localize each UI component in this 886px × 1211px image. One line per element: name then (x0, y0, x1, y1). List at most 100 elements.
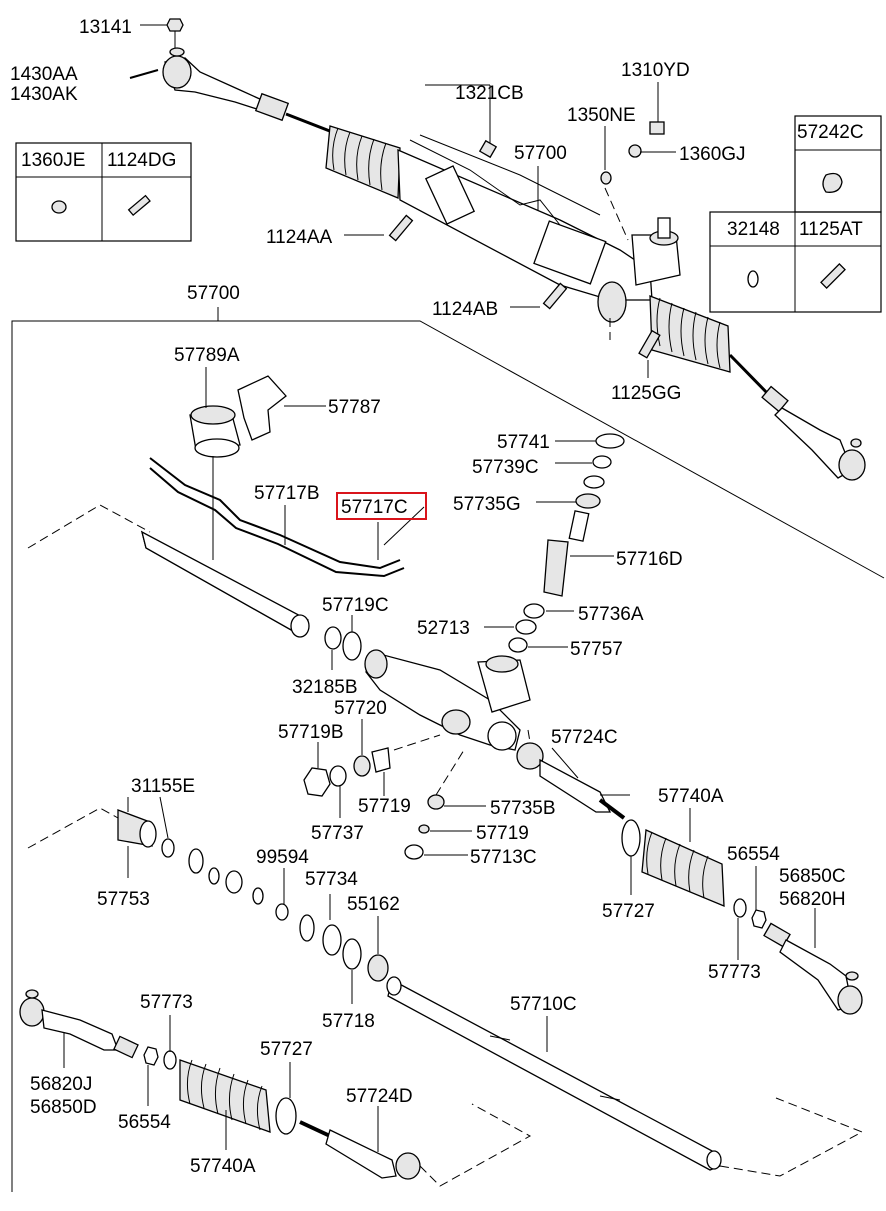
ring-31155E (161, 838, 175, 858)
washer-1360GJ (628, 144, 642, 158)
table-right-header-57242C: 57242C (797, 122, 864, 143)
table-right (709, 115, 882, 313)
ring-57713C (404, 844, 424, 860)
clamp-57787 (237, 375, 287, 441)
boot-57740A-right (641, 829, 725, 907)
nut-57719B (303, 767, 331, 797)
exploded-view-frame (11, 307, 885, 1192)
seal-55162 (367, 954, 389, 982)
label-1430AK: 1430AK (10, 84, 78, 105)
label-57713C: 57713C (470, 847, 537, 868)
bushing-57789A (189, 405, 241, 458)
table-left-header-2: 1124DG (107, 150, 176, 171)
label-57740A-left: 57740A (190, 1156, 256, 1177)
clamp-57727-right (621, 819, 641, 857)
label-1124AA: 1124AA (266, 227, 333, 248)
label-56554-right: 56554 (727, 844, 780, 865)
tie-rod-end-56850C (763, 922, 863, 1015)
table-left-header-1: 1360JE (21, 150, 85, 171)
label-57787: 57787 (328, 397, 381, 418)
ring-57736A (523, 603, 545, 619)
pinion-valve-top (631, 217, 681, 286)
label-57753: 57753 (97, 889, 150, 910)
label-57773-right: 57773 (708, 962, 761, 983)
seal-57720 (353, 755, 371, 777)
nut-56554-left (143, 1046, 159, 1066)
label-56554-left: 56554 (118, 1112, 171, 1133)
label-56850D: 56850D (30, 1097, 97, 1118)
label-31155E: 31155E (131, 776, 195, 797)
label-55162: 55162 (347, 894, 400, 915)
label-57741: 57741 (497, 432, 550, 453)
nut-1310YD (649, 121, 665, 135)
exploded-view-parts (19, 367, 864, 1187)
label-57718: 57718 (322, 1011, 375, 1032)
tie-rod-end-56820J (19, 989, 139, 1059)
seal-57735G (575, 493, 601, 509)
label-57724C: 57724C (551, 727, 618, 748)
table-left (15, 142, 192, 242)
nut-56554-right (751, 909, 767, 929)
tube-57717B (149, 457, 401, 570)
label-57700-top: 57700 (514, 143, 567, 164)
pinion-shaft-57716D (543, 510, 590, 597)
snapring-57739C (592, 455, 612, 469)
label-57719-a: 57719 (358, 796, 411, 817)
label-13141: 13141 (79, 17, 132, 38)
rack-housing-top (397, 148, 653, 301)
label-1310YD: 1310YD (621, 60, 690, 81)
label-57737: 57737 (311, 823, 364, 844)
label-57710C: 57710C (510, 994, 577, 1015)
label-32185B: 32185B (292, 677, 358, 698)
label-57773-left: 57773 (140, 992, 193, 1013)
inner-tie-rod-57724C (516, 742, 626, 820)
label-56820J: 56820J (30, 1074, 92, 1095)
ring-57718 (342, 938, 362, 970)
table-right-header-1125AT: 1125AT (799, 219, 863, 240)
label-52713: 52713 (417, 618, 470, 639)
label-1350NE: 1350NE (567, 105, 636, 126)
label-57739C: 57739C (472, 457, 539, 478)
ring-99594 (275, 903, 289, 921)
nut-13141 (166, 18, 184, 32)
bolt-1125GG (638, 329, 661, 359)
label-57724D: 57724D (346, 1086, 413, 1107)
boot-57740A-left (179, 1059, 271, 1133)
label-57720: 57720 (334, 698, 387, 719)
ring-57719C (342, 631, 362, 661)
ring-32185B (324, 626, 342, 650)
label-56850C: 56850C (779, 866, 846, 887)
label-57719B: 57719B (278, 722, 344, 743)
label-57735B: 57735B (490, 798, 556, 819)
fitting-57719 (371, 747, 391, 773)
rack-bar-57710C (386, 976, 722, 1171)
table-right-header-32148: 32148 (727, 219, 780, 240)
bolt-1124AB (542, 282, 568, 310)
label-1124AB: 1124AB (432, 299, 498, 320)
cylinder-tube (140, 530, 310, 638)
label-57735G: 57735G (453, 494, 521, 515)
ring-57719-small (418, 824, 430, 834)
label-56820H: 56820H (779, 889, 846, 910)
highlight-box-57717C (336, 492, 427, 520)
washer-57741 (595, 433, 625, 449)
label-57719C: 57719C (322, 595, 389, 616)
label-1125GG: 1125GG (611, 383, 681, 404)
label-57789A: 57789A (174, 345, 240, 366)
label-57716D: 57716D (616, 549, 683, 570)
clamp-57727-left (275, 1097, 297, 1135)
ring-57773-left (163, 1050, 177, 1070)
ring-57737 (329, 765, 347, 787)
tube-57717C (149, 467, 405, 578)
label-57717B: 57717B (254, 483, 320, 504)
label-57717C: 57717C (341, 497, 408, 518)
seal-57735B (427, 794, 445, 810)
label-57727-right: 57727 (602, 901, 655, 922)
ring-52713 (515, 619, 537, 635)
label-57757: 57757 (570, 639, 623, 660)
callout-labels: 13141 1430AA 1430AK 1321CB 1310YD 1350NE… (10, 17, 864, 1177)
inner-tie-rod-57724D (299, 1120, 421, 1180)
main-rack-housing (364, 649, 531, 751)
label-1360GJ: 1360GJ (679, 144, 746, 165)
